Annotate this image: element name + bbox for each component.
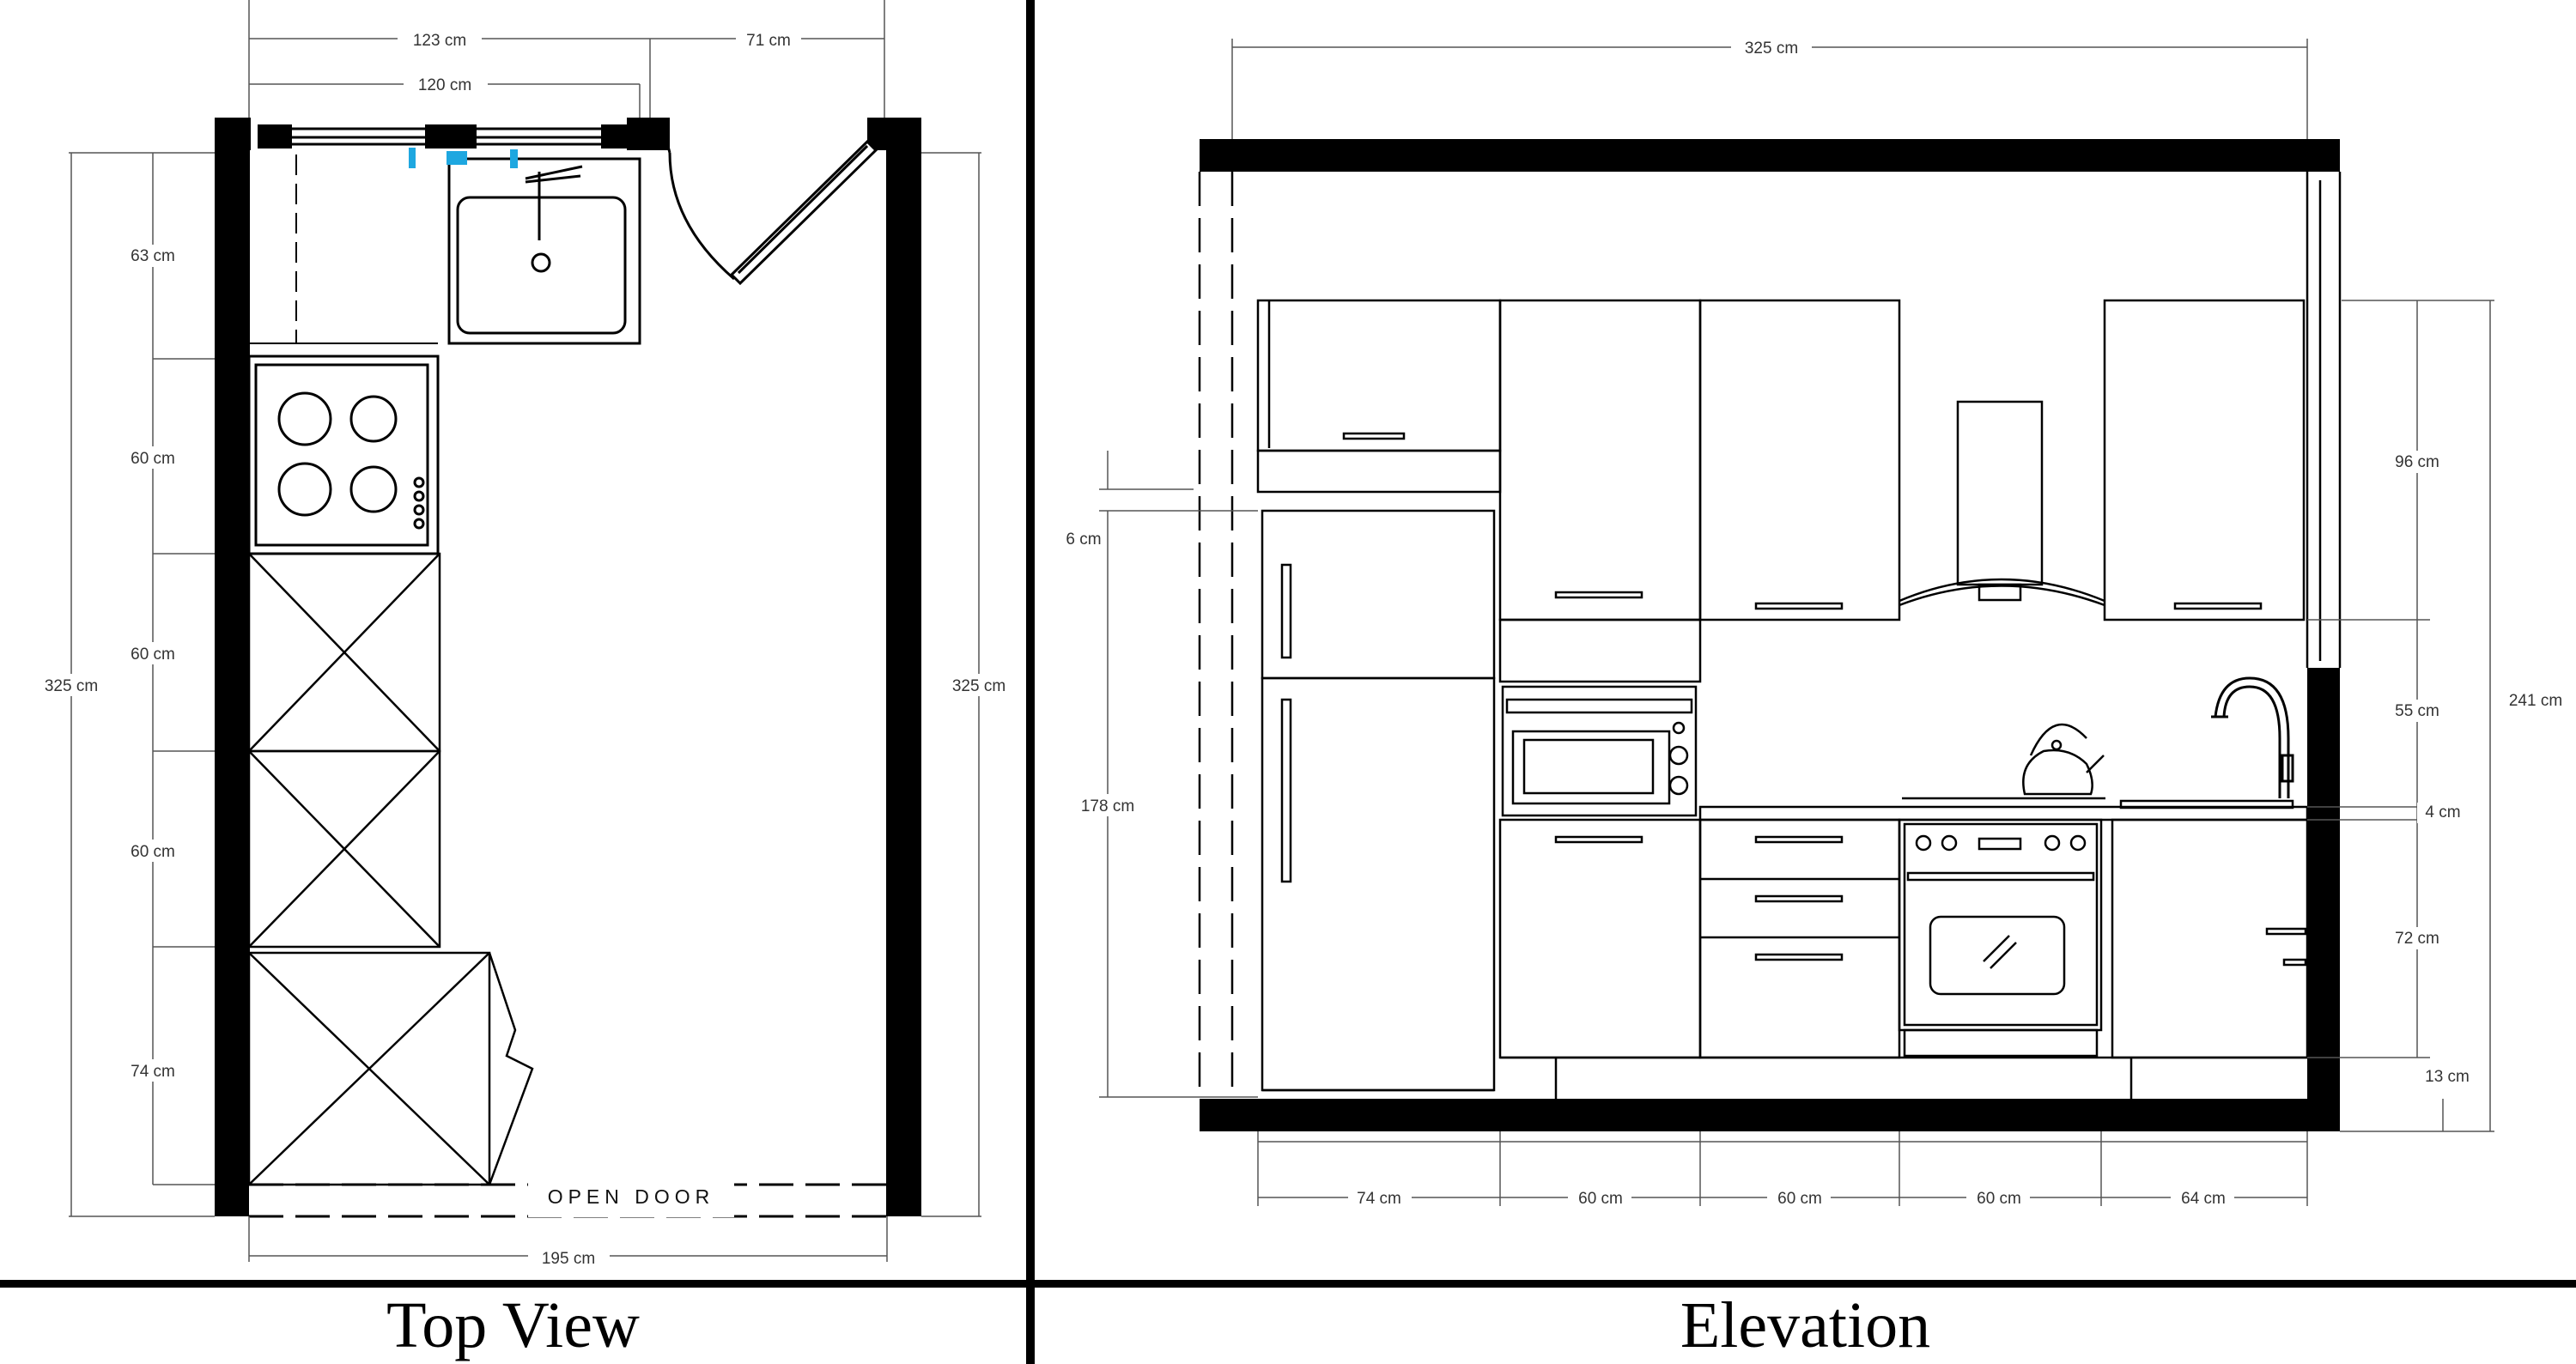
- plan-sink: [447, 157, 641, 345]
- plan-window: [292, 127, 627, 146]
- dim-178: 178 cm: [1081, 797, 1134, 815]
- plan-hob: [247, 355, 440, 555]
- elev-microwave: [1501, 685, 1698, 817]
- elev-oven: [1898, 818, 2103, 1058]
- dim-w74: 74 cm: [1357, 1190, 1401, 1208]
- plan-walls: [215, 118, 921, 1216]
- elev-upper-cabinets: [1498, 299, 2306, 683]
- elev-dimension-lines: [1099, 39, 2494, 1206]
- elev-kettle: [2022, 723, 2105, 796]
- plan-base-cabinets: [247, 552, 534, 1186]
- dim-325-top: 325 cm: [1745, 39, 1798, 58]
- dim-6: 6 cm: [1066, 530, 1101, 549]
- dim-72: 72 cm: [2395, 930, 2439, 948]
- dim-123: 123 cm: [413, 32, 466, 50]
- plan-sink-fittings: [409, 148, 518, 168]
- dim-71: 71 cm: [746, 32, 791, 50]
- dim-60-cab1: 60 cm: [131, 646, 175, 664]
- dim-60-hob: 60 cm: [131, 450, 175, 468]
- plan-upper-cabinet-dashed: [249, 155, 438, 344]
- dim-120: 120 cm: [418, 76, 471, 94]
- dim-60-cab2: 60 cm: [131, 843, 175, 861]
- dim-13: 13 cm: [2425, 1068, 2470, 1086]
- elev-faucet: [2211, 676, 2294, 798]
- dim-195: 195 cm: [542, 1250, 595, 1268]
- dim-w60c: 60 cm: [1977, 1190, 2021, 1208]
- elev-wall-outlines: [1198, 172, 2342, 1099]
- plan-wall-outlines: [248, 150, 888, 1218]
- dim-241: 241 cm: [2509, 692, 2562, 710]
- elev-range-hood: [1899, 400, 2105, 607]
- elev-dimension-labels: 325 cm 178 cm 6 cm 96 cm 55 cm 4 cm 72 c…: [1052, 37, 2573, 1209]
- dim-55: 55 cm: [2395, 702, 2439, 720]
- dim-63: 63 cm: [131, 247, 175, 265]
- open-door-label: OPEN DOOR: [548, 1185, 715, 1208]
- dim-96: 96 cm: [2395, 453, 2439, 471]
- dim-74: 74 cm: [131, 1063, 175, 1081]
- dim-4: 4 cm: [2425, 803, 2460, 821]
- plan-dimension-lines: [69, 0, 981, 1262]
- elev-walls: [1200, 139, 2340, 1131]
- dim-w60a: 60 cm: [1578, 1190, 1623, 1208]
- elev-fridge: [1256, 299, 1502, 1092]
- elevation-view: 325 cm 178 cm 6 cm 96 cm 55 cm 4 cm 72 c…: [1052, 37, 2573, 1209]
- caption-elevation: Elevation: [1680, 1289, 1931, 1361]
- plan-door: [659, 119, 878, 286]
- plan-dimension-labels: 123 cm 71 cm 120 cm 63 cm 60 cm 60 cm 60…: [34, 28, 1018, 1269]
- dim-325-left: 325 cm: [45, 677, 98, 695]
- dim-325-right: 325 cm: [952, 677, 1005, 695]
- top-view-plan: 123 cm 71 cm 120 cm 63 cm 60 cm 60 cm 60…: [34, 0, 1018, 1269]
- elev-countertop: [1698, 797, 2309, 821]
- dim-w64: 64 cm: [2181, 1190, 2226, 1208]
- caption-top-view: Top View: [386, 1289, 640, 1361]
- dim-w60b: 60 cm: [1777, 1190, 1822, 1208]
